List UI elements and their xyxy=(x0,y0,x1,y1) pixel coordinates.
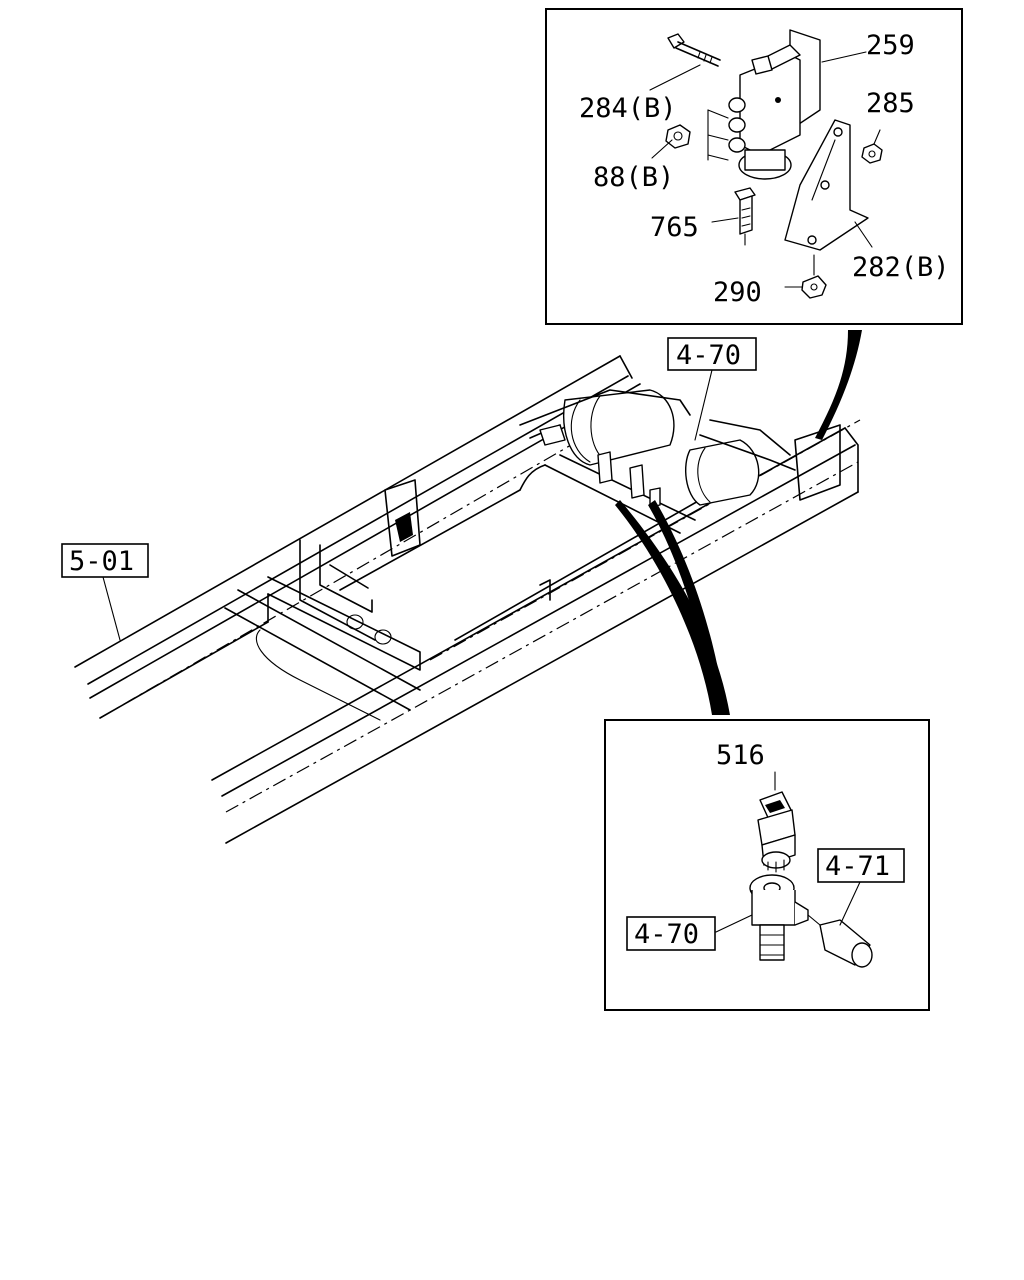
valve-detail-panel: 259 284(B) 285 88(B) 765 282(B) 290 xyxy=(545,8,963,325)
part-label-282b: 282(B) xyxy=(852,252,950,283)
nut-290-icon xyxy=(801,254,827,299)
part-label-88b: 88(B) xyxy=(593,162,674,193)
callout-5-01-label: 5-01 xyxy=(69,546,134,577)
part-label-284b: 284(B) xyxy=(579,93,677,124)
callout-4-70-top-label: 4-70 xyxy=(676,340,741,371)
part-label-259: 259 xyxy=(866,30,915,61)
part-label-516: 516 xyxy=(716,740,765,771)
pressure-sensor-516-icon xyxy=(757,791,796,873)
tee-fitting-icon xyxy=(749,874,809,961)
bracket-282b-icon xyxy=(784,119,869,251)
sensor-detail-panel: 516 4-71 4-70 xyxy=(604,719,930,1011)
air-tanks xyxy=(519,389,796,508)
part-label-285: 285 xyxy=(866,88,915,119)
callout-4-70-top[interactable]: 4-70 xyxy=(667,337,757,441)
valve-259-icon xyxy=(707,29,821,180)
callout-4-71-label: 4-71 xyxy=(825,851,890,882)
adapter-icon xyxy=(807,914,873,968)
bolt-765-icon xyxy=(734,187,756,246)
leader-arcs xyxy=(615,330,862,715)
callout-4-70-detail[interactable]: 4-70 xyxy=(626,916,716,951)
part-label-290: 290 xyxy=(713,277,762,308)
callout-4-71[interactable]: 4-71 xyxy=(817,848,905,883)
nut-88b-icon xyxy=(665,124,691,149)
callout-5-01[interactable]: 5-01 xyxy=(61,543,149,641)
callout-4-70-detail-label: 4-70 xyxy=(634,919,699,950)
bolt-284b-icon xyxy=(667,33,721,67)
part-label-765: 765 xyxy=(650,212,699,243)
